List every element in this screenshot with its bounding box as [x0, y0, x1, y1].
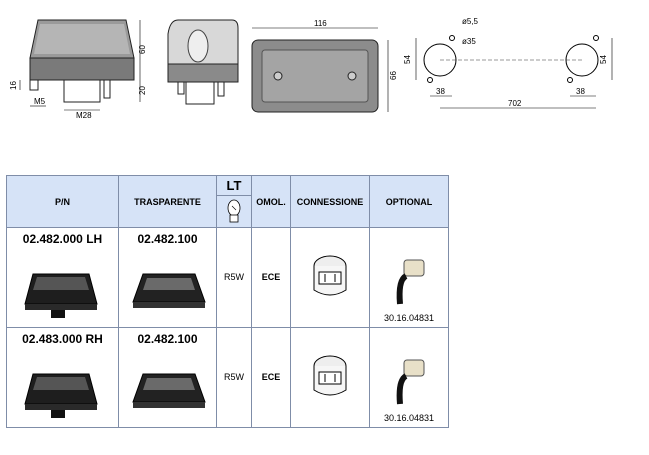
dim-hole-diameter: ø5,5 [462, 17, 479, 26]
optional-code: 30.16.04831 [383, 413, 435, 423]
omol-value: ECE [261, 372, 281, 382]
cell-transparent: 02.482.100 [118, 327, 217, 428]
optional-code: 30.16.04831 [383, 313, 435, 323]
header-transparent: TRASPARENTE [118, 175, 217, 228]
dim-thread: M5 [34, 97, 46, 106]
header-optional: OPTIONAL [369, 175, 449, 228]
cell-transparent: 02.482.100 [118, 227, 217, 328]
cell-optional: 30.16.04831 [369, 227, 449, 328]
dim-top-height: 66 [389, 71, 398, 80]
dim-top-width: 116 [314, 19, 327, 28]
header-omol: OMOL. [251, 175, 291, 228]
dim-nut: M28 [76, 111, 92, 120]
dim-cut-diameter: ø35 [462, 37, 476, 46]
cell-connection [290, 227, 370, 328]
technical-drawings: 60 20 16 M5 M28 116 66 [0, 0, 649, 130]
drawings-svg: 60 20 16 M5 M28 116 66 [9, 17, 613, 120]
omol-value: ECE [261, 272, 281, 282]
dim-mount-x1: 38 [436, 87, 445, 96]
pn-code: 02.483.000 RH [22, 332, 103, 346]
lamp-image [21, 368, 103, 425]
dim-front-height: 60 [138, 45, 147, 54]
header-connection: CONNESSIONE [290, 175, 370, 228]
pn-code: 02.482.000 LH [22, 232, 103, 246]
connector-icon [305, 248, 355, 313]
side-view [167, 19, 239, 105]
transparent-code: 02.482.100 [137, 332, 198, 346]
cell-omol: ECE [251, 227, 291, 328]
table-row: 02.482.000 LH 02.482.100 R5 [6, 227, 449, 328]
cell-optional: 30.16.04831 [369, 327, 449, 428]
header-lt: LT [216, 175, 252, 228]
lamp-image [21, 268, 103, 325]
lt-value: R5W [224, 372, 244, 382]
table-header-row: P/N TRASPARENTE LT OMOL. CONNESSIONE OPT… [6, 175, 449, 228]
dim-mount-h1: 54 [403, 55, 412, 64]
table-row: 02.483.000 RH 02.482.100 R5 [6, 327, 449, 428]
cell-omol: ECE [251, 327, 291, 428]
top-view: 116 66 [251, 19, 398, 113]
cell-pn: 02.483.000 RH [6, 327, 119, 428]
cell-lt: R5W [216, 227, 252, 328]
lt-value: R5W [224, 272, 244, 282]
transparent-code: 02.482.100 [137, 232, 198, 246]
header-lt-label: LT [217, 177, 251, 196]
dim-mount-x2: 38 [576, 87, 585, 96]
lens-image [129, 368, 211, 417]
cell-connection [290, 327, 370, 428]
bulb-icon [217, 196, 251, 226]
cell-pn: 02.482.000 LH [6, 227, 119, 328]
dim-front-small: 16 [9, 81, 18, 90]
front-view: 60 20 16 M5 M28 [9, 19, 147, 120]
mounting-diagram: ø5,5 ø35 54 54 38 38 702 [403, 17, 613, 109]
dim-mount-span: 702 [508, 99, 522, 108]
spec-table: P/N TRASPARENTE LT OMOL. CONNESSIONE OPT… [6, 175, 449, 428]
socket-image [384, 256, 434, 313]
connector-icon [305, 348, 355, 413]
header-pn: P/N [6, 175, 119, 228]
dim-mount-h2: 54 [599, 55, 608, 64]
dim-front-lower: 20 [138, 86, 147, 95]
cell-lt: R5W [216, 327, 252, 428]
lens-image [129, 268, 211, 317]
socket-image [384, 356, 434, 413]
